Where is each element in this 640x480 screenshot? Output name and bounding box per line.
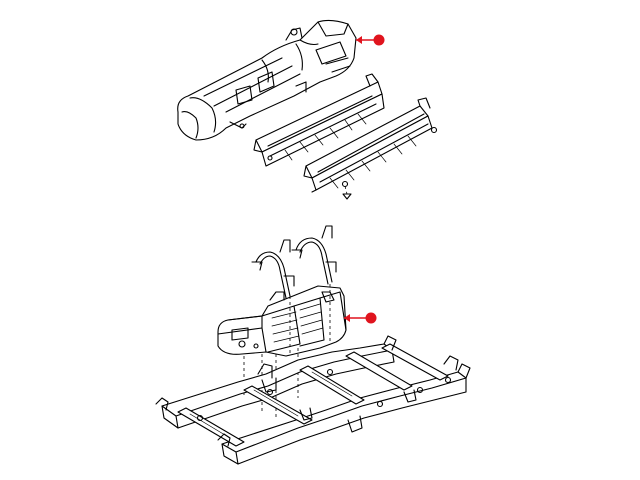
lower-assembly bbox=[155, 225, 471, 465]
callout-upper-tank bbox=[356, 34, 385, 46]
callout-lower-tank bbox=[344, 312, 377, 324]
fuel-tank-lower bbox=[217, 285, 347, 357]
skid-plate-rear bbox=[253, 73, 385, 167]
vehicle-frame bbox=[155, 335, 471, 465]
strap-left bbox=[251, 239, 295, 299]
skid-plate-front bbox=[303, 97, 438, 200]
upper-assembly bbox=[177, 19, 438, 200]
strap-right bbox=[291, 225, 337, 285]
fuel-tank-upper bbox=[177, 19, 357, 141]
